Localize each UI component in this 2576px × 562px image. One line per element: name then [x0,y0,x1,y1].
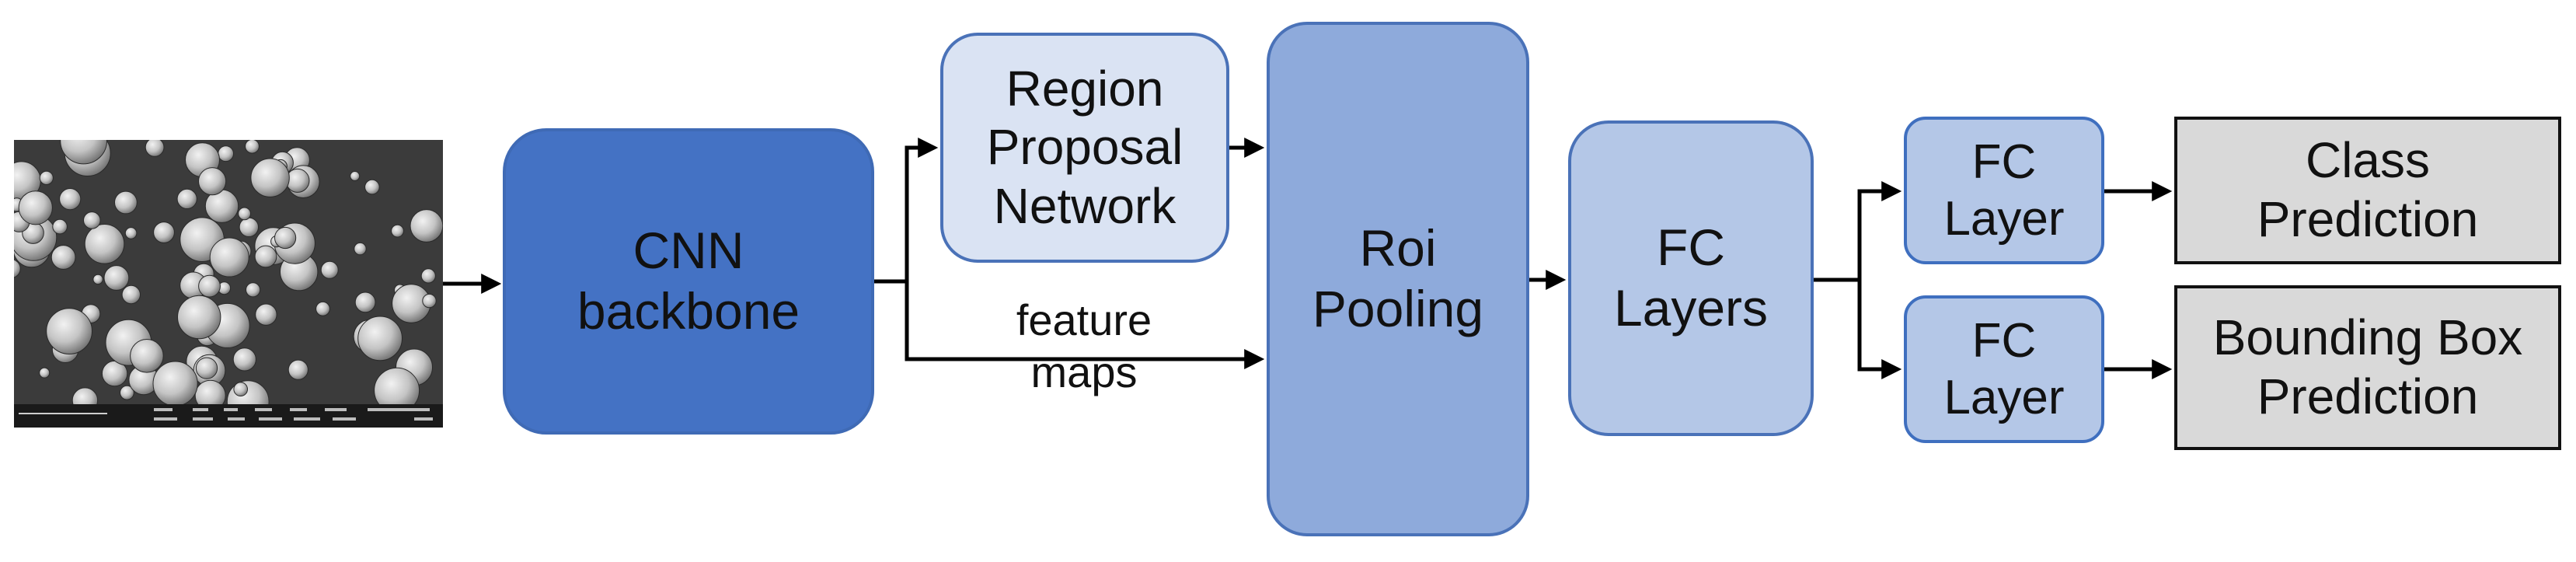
rpn-label-line2: Proposal [986,119,1183,176]
bounding-box-prediction-block: Bounding Box Prediction [2174,285,2561,450]
fc-layers-label-line1: FC [1657,218,1725,277]
feature-maps-label-line1: feature [1016,295,1152,344]
fc-layer-bottom-label-line2: Layer [1943,371,2065,424]
class-prediction-block: Class Prediction [2174,117,2561,264]
feature-maps-label-line2: maps [1030,347,1138,397]
roi-pooling-label-line2: Pooling [1312,280,1484,337]
fc-layers-block: FC Layers [1568,120,1814,436]
fc-layer-bbox-branch-block: FC Layer [1904,295,2104,443]
input-micrograph-image [14,140,443,428]
fc-layer-class-branch-block: FC Layer [1904,117,2104,264]
fc-layer-top-label-line2: Layer [1943,192,2065,246]
rpn-label-line3: Network [993,177,1176,234]
particle-micrograph-icon [14,140,443,428]
cnn-backbone-block: CNN backbone [503,128,874,435]
roi-pooling-block: Roi Pooling [1267,22,1529,536]
region-proposal-network-block: Region Proposal Network [940,33,1229,263]
arrow-to-fc-bottom [1857,280,1902,379]
roi-pooling-label-line1: Roi [1359,219,1437,278]
class-prediction-label-line1: Class [2305,132,2431,189]
fc-layer-bottom-label-line1: FC [1971,313,2037,368]
arrow-cnn-to-roi-feature-maps [905,281,1265,369]
bbox-prediction-label-line2: Prediction [2257,368,2479,424]
rpn-label-line1: Region [1006,60,1164,117]
feature-maps-label: feature maps [956,294,1212,398]
arrow-to-fc-top [1857,181,1902,280]
cnn-backbone-label-line1: CNN [633,222,744,280]
connector-cnn-split [874,138,939,284]
bbox-prediction-label-line1: Bounding Box [2212,309,2523,366]
class-prediction-label-line2: Prediction [2257,191,2479,247]
cnn-backbone-label-line2: backbone [577,282,800,340]
fc-layers-label-line2: Layers [1613,279,1769,337]
fc-layer-top-label-line1: FC [1971,134,2037,189]
